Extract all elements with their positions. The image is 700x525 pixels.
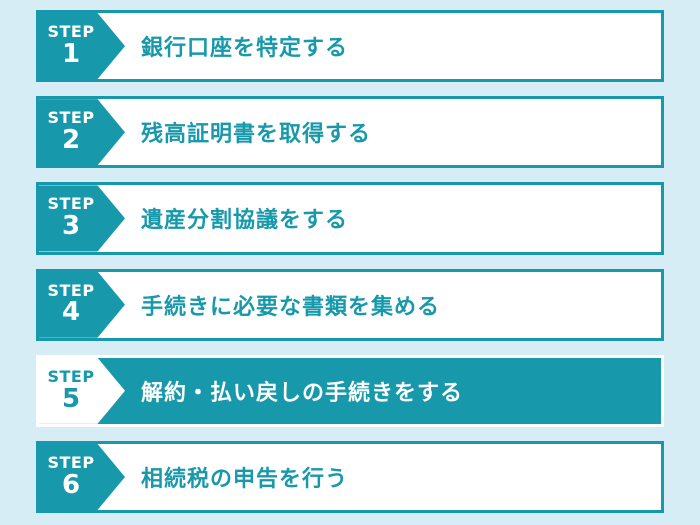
step-row-3: STEP 3 遺産分割協議をする bbox=[36, 182, 664, 255]
step-badge-arrow: STEP 4 bbox=[39, 271, 125, 338]
step-badge-label: STEP bbox=[47, 280, 95, 300]
step-badge-arrow: STEP 5 bbox=[39, 357, 125, 424]
step-badge-arrow: STEP 2 bbox=[39, 99, 125, 166]
step-badge-label: STEP bbox=[47, 194, 95, 214]
step-badge-number: 1 bbox=[61, 38, 81, 69]
step-badge-label: STEP bbox=[47, 108, 95, 128]
step-badge-number: 6 bbox=[61, 469, 81, 500]
step-title: 残高証明書を取得する bbox=[141, 122, 372, 148]
step-row-2: STEP 2 残高証明書を取得する bbox=[36, 96, 664, 169]
step-badge-arrow: STEP 3 bbox=[39, 185, 125, 252]
step-title: 遺産分割協議をする bbox=[141, 208, 349, 234]
step-badge-number: 2 bbox=[61, 125, 81, 155]
step-row-4: STEP 4 手続きに必要な書類を集める bbox=[36, 268, 664, 341]
step-title: 解約・払い戻しの手続きをする bbox=[141, 380, 464, 406]
step-badge-number: 3 bbox=[61, 211, 81, 242]
step-row-6: STEP 6 相続税の申告を行う bbox=[36, 440, 664, 514]
step-badge-label: STEP bbox=[47, 366, 95, 386]
step-badge-number: 4 bbox=[61, 297, 81, 328]
step-row-1: STEP 1 銀行口座を特定する bbox=[36, 10, 664, 83]
step-row-5-highlighted: STEP 5 解約・払い戻しの手続きをする bbox=[36, 354, 664, 427]
step-badge-arrow: STEP 6 bbox=[39, 443, 125, 511]
step-badge-label: STEP bbox=[47, 452, 95, 472]
step-title: 銀行口座を特定する bbox=[141, 36, 349, 62]
step-title: 手続きに必要な書類を集める bbox=[141, 294, 441, 320]
step-badge-label: STEP bbox=[47, 22, 95, 42]
step-title: 相続税の申告を行う bbox=[141, 466, 349, 492]
step-badge-arrow: STEP 1 bbox=[39, 13, 125, 80]
step-badge-number: 5 bbox=[61, 383, 81, 414]
